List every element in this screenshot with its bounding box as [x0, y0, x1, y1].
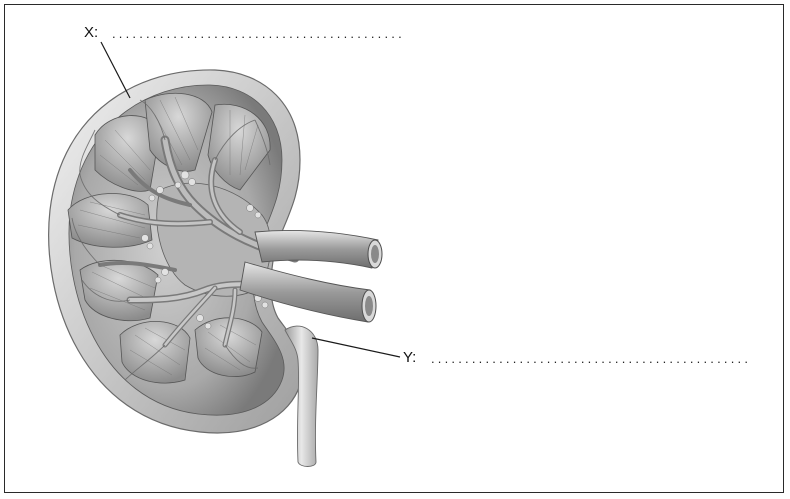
label-x: X:	[84, 24, 99, 41]
label-y: Y:	[403, 349, 417, 366]
calyx-nodules	[141, 170, 274, 330]
ureter	[284, 325, 319, 467]
renal-artery	[239, 261, 377, 323]
figure-frame	[4, 4, 784, 493]
renal-pyramids	[67, 92, 271, 384]
leader-line-x	[100, 41, 131, 99]
pyramid-4	[67, 193, 153, 248]
renal-vein	[254, 229, 383, 269]
pyramid-2	[144, 92, 213, 172]
answer-line-y[interactable]: ........................................…	[431, 351, 747, 366]
pyramid-7	[194, 317, 263, 377]
arcuate-vessels	[71, 99, 271, 381]
leader-line-y	[311, 337, 401, 358]
answer-line-x[interactable]: ........................................…	[112, 26, 405, 41]
